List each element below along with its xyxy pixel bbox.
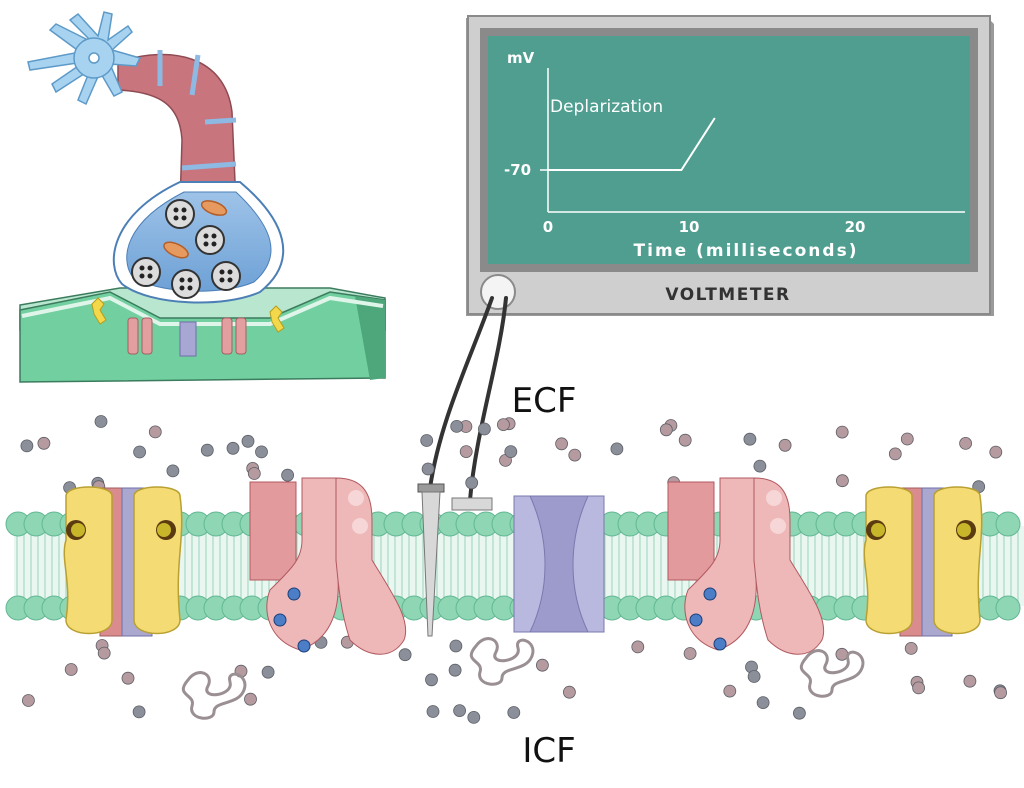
sodium-potassium-pump: [863, 486, 983, 637]
ion: [994, 686, 1007, 700]
chart-y-tick-label: -70: [504, 161, 531, 179]
ion: [904, 642, 918, 655]
electrode-wire-1: [428, 296, 494, 490]
postsynaptic-block-side: [355, 296, 385, 380]
ion: [563, 685, 576, 699]
ion: [133, 445, 147, 459]
ions: [20, 415, 1007, 724]
phospholipid-head: [995, 511, 1021, 537]
leak-channel: [513, 495, 605, 633]
ion: [659, 423, 673, 437]
reference-electrode: [451, 497, 493, 511]
voltage-gated-channel: [249, 477, 407, 655]
ion: [121, 671, 135, 685]
voltage-chart: mV -70 0 10 20 Time (milliseconds) Depla…: [504, 49, 965, 261]
ion: [421, 462, 435, 476]
chart-annotation: Deplarization: [550, 97, 663, 117]
ion: [64, 663, 78, 676]
ion: [683, 647, 697, 660]
ion: [459, 445, 473, 459]
voltmeter-input-port: [480, 274, 516, 310]
recording-electrode: [417, 483, 445, 637]
ion: [743, 432, 757, 446]
ion: [420, 434, 434, 447]
ion: [94, 415, 108, 428]
ion: [241, 434, 255, 448]
ion: [747, 670, 761, 683]
ion: [836, 474, 849, 488]
ion: [900, 432, 914, 446]
voltage-trace: [548, 117, 716, 171]
chart-x-tick-label: 0: [543, 218, 553, 236]
ion: [255, 445, 268, 459]
ion: [467, 711, 481, 724]
ion: [20, 439, 34, 453]
ion: [835, 647, 849, 661]
ion: [989, 445, 1003, 459]
ion: [477, 422, 491, 436]
phospholipid-head: [995, 595, 1021, 621]
neuron-cell-body: [27, 11, 142, 106]
ion: [465, 476, 479, 490]
ion: [496, 418, 510, 432]
electrode-wires: [428, 296, 508, 502]
ion: [37, 436, 51, 450]
ion: [793, 706, 806, 720]
ion: [631, 640, 645, 654]
ion: [753, 459, 767, 473]
ion: [247, 467, 261, 480]
ion: [97, 646, 111, 660]
ion: [148, 425, 162, 439]
chart-y-label: mV: [507, 49, 535, 67]
ion: [448, 663, 462, 677]
synaptic-vesicles: [131, 199, 241, 299]
ion: [21, 694, 35, 707]
ion: [756, 696, 770, 709]
electrode-wire-2: [468, 296, 508, 502]
ion: [912, 681, 925, 695]
ion: [244, 692, 257, 706]
mitochondria: [163, 200, 228, 259]
ion: [536, 658, 549, 672]
voltmeter-label: VOLTMETER: [665, 285, 790, 305]
voltage-gated-channel: [667, 477, 825, 655]
ion: [281, 468, 295, 482]
ion: [678, 433, 692, 447]
ion: [426, 705, 440, 718]
ion: [963, 674, 977, 688]
ion: [835, 425, 849, 439]
ion: [610, 442, 624, 456]
ion: [555, 437, 568, 451]
ion: [132, 705, 146, 719]
ion: [226, 441, 240, 455]
ion: [425, 673, 438, 687]
voltmeter-screen: [488, 36, 970, 264]
ecf-label: ECF: [512, 381, 577, 421]
ion: [166, 464, 180, 478]
ion: [450, 419, 464, 433]
ion: [200, 443, 214, 457]
chart-x-tick-label: 10: [679, 218, 700, 236]
ion: [568, 448, 582, 462]
sodium-potassium-pump: [63, 486, 183, 637]
chart-x-tick-label: 20: [845, 218, 866, 236]
ion: [261, 665, 275, 679]
icf-label: ICF: [522, 731, 575, 771]
ion: [778, 438, 792, 452]
ion: [723, 684, 737, 698]
ion: [398, 648, 412, 662]
ion: [959, 436, 972, 450]
chart-x-label: Time (milliseconds): [634, 241, 859, 261]
synapse-inset: [19, 11, 386, 383]
intracellular-proteins: [181, 637, 865, 720]
postsynaptic-receptors: [91, 297, 285, 357]
ion: [888, 447, 902, 461]
voltmeter: VOLTMETER mV -70 0 10 20 Time (milliseco…: [466, 15, 994, 316]
ion: [507, 706, 521, 719]
ion: [449, 639, 463, 653]
ion: [453, 704, 467, 717]
ion: [504, 445, 518, 459]
